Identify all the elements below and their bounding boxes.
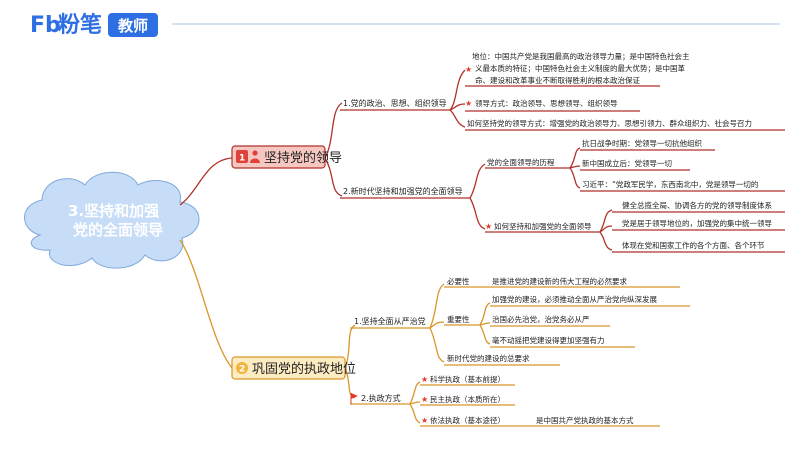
history-item-3: 习近平：“党政军民学，东西南北中，党是领导一切的	[582, 179, 758, 189]
branch1-number-badge	[236, 150, 248, 163]
leaf-content: 领导方式：政治领导、思想领导、组织领导	[475, 98, 618, 108]
connector-history	[469, 163, 486, 199]
central-title-line-1: 3.坚持和加强	[68, 202, 159, 220]
connector-b2-sub1	[344, 324, 356, 369]
connector-history-1	[569, 147, 581, 169]
leaf-position-line-1: 地位：中国共产党是我国最高的政治领导力量；是中国特色社会主	[472, 51, 690, 61]
connector-requirement	[429, 327, 445, 363]
connector-leaf-position	[449, 69, 466, 111]
connector-mode-1	[409, 381, 421, 405]
connector-importance-3	[479, 324, 491, 345]
how-item-3: 体现在党和国家工作的各个方面、各个环节	[622, 240, 765, 250]
requirement-label: 新时代党的建设的总要求	[447, 353, 530, 363]
connector-central-branch1	[179, 157, 233, 206]
connector-history-3	[569, 167, 581, 189]
flag-icon	[350, 393, 358, 404]
b2-sub2-label: 2.执政方式	[361, 393, 401, 403]
connector-how-1	[599, 209, 613, 233]
branch1-label: 坚持党的领导	[264, 150, 342, 166]
connector-central-branch2	[179, 239, 233, 369]
star-icon: ★	[465, 65, 472, 74]
connector-how-2	[599, 225, 613, 233]
connector-history-2	[569, 165, 581, 169]
mode-item-3: 依法执政（基本途径）	[430, 415, 505, 425]
connector-b1-sub2	[324, 157, 343, 197]
person-icon	[250, 150, 260, 163]
branch2-box	[231, 356, 346, 380]
star-icon: ★	[421, 395, 428, 404]
branch1-number: 1	[239, 154, 245, 164]
branch2-node: 2 巩固党的执政地位	[231, 356, 356, 380]
necessity-label: 必要性	[447, 276, 470, 286]
leaf-position-line-3: 命、建设和改革事业不断取得胜利的根本政治保证	[475, 75, 640, 85]
star-icon: ★	[421, 416, 428, 425]
brand-logo: Fb 粉笔 教师	[30, 12, 158, 38]
connector-importance-1	[479, 302, 491, 326]
connector-importance-2	[479, 322, 491, 326]
b1-sub1-label: 1.党的政治、思想、组织领导	[343, 98, 447, 108]
leaf-method: 如何坚持党的领导方式：增强党的政治领导力、思想引领力、群众组织力、社会号召力	[467, 118, 752, 128]
mode-item-2: 民主执政（本质所在）	[430, 394, 505, 404]
importance-item-3: 毫不动摇把党建设得更加坚强有力	[492, 335, 605, 345]
logo-badge-label: 教师	[117, 17, 148, 35]
branch2-label: 巩固党的执政地位	[252, 361, 356, 377]
central-cloud-shape	[24, 171, 200, 269]
logo-badge	[108, 13, 158, 37]
branch2-number: 2	[239, 365, 245, 375]
star-icon: ★	[421, 375, 428, 384]
logo-name: 粉笔	[58, 12, 102, 38]
mode-item-1: 科学执政（基本前提）	[430, 374, 505, 384]
b2-sub1-label: 1.坚持全面从严治党	[354, 316, 426, 326]
branch2-number-badge	[236, 362, 248, 374]
history-item-2: 新中国成立后：党领导一切	[582, 158, 672, 168]
importance-item-2: 治国必先治党，治党务必从严	[492, 314, 590, 324]
connector-mode-2	[409, 401, 421, 405]
connector-b1-sub1	[324, 102, 343, 159]
b1-sub2-label: 2.新时代坚持和加强党的全面领导	[343, 186, 463, 196]
necessity-item: 是推进党的建设新的伟大工程的必然要求	[492, 276, 627, 286]
connector-importance	[429, 321, 445, 329]
connectors	[179, 69, 785, 427]
connector-how	[469, 197, 486, 230]
branch1-node: 1 坚持党的领导	[231, 145, 342, 169]
central-topic: 3.坚持和加强 党的全面领导	[24, 171, 200, 269]
connector-necessity	[429, 283, 445, 329]
logo-letters: Fb	[30, 13, 61, 38]
connector-how-3	[599, 231, 613, 251]
star-icon: ★	[485, 222, 492, 231]
how-item-2: 党是居于领导地位的，加强党的集中统一领导	[622, 218, 772, 228]
leaf-position-line-2: 义最本质的特征；中国特色社会主义制度的最大优势；是中国革	[475, 63, 685, 73]
history-item-1: 抗日战争时期：党领导一切抗他组织	[582, 138, 702, 148]
mode-note: 是中国共产党执政的基本方式	[536, 415, 634, 425]
central-title-line-2: 党的全面领导	[73, 221, 163, 239]
history-label: 党的全面领导的历程	[487, 157, 555, 167]
connector-leaf-content	[449, 103, 466, 111]
how-item-1: 健全总揽全局、协调各方的党的领导制度体系	[622, 200, 772, 210]
connector-mode-3	[409, 403, 421, 424]
importance-label: 重要性	[447, 314, 470, 324]
how-label: 如何坚持和加强党的全面领导	[494, 221, 592, 231]
connector-leaf-method	[449, 109, 466, 128]
star-icon: ★	[465, 99, 472, 108]
importance-item-1: 加强党的建设，必须推动全面从严治党向纵深发展	[492, 294, 657, 304]
